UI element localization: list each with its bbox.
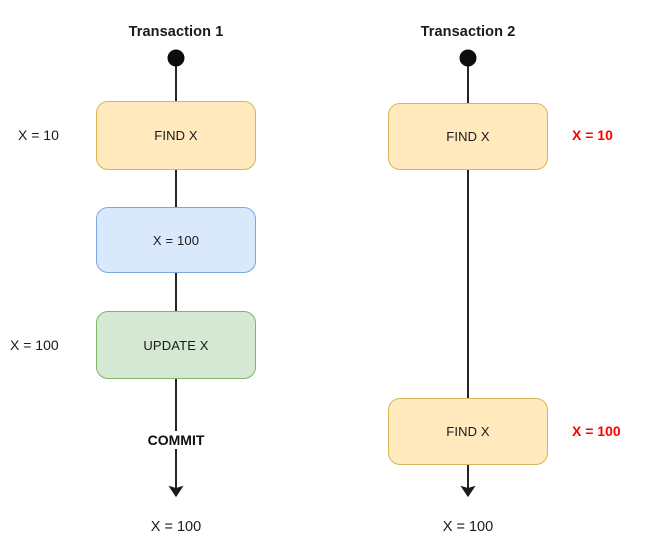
side-label-t2-x-100: X = 100 <box>572 423 621 439</box>
end-label-t1-value: X = 100 <box>150 519 202 535</box>
side-label-t1-x-100: X = 100 <box>10 337 59 353</box>
node-t2-find-x-second[interactable]: FIND X <box>388 398 548 465</box>
node-t1-update-x[interactable]: UPDATE X <box>96 311 256 379</box>
end-label-t2-value: X = 100 <box>442 519 494 535</box>
edge-label-commit: COMMIT <box>142 431 210 449</box>
side-label-t1-x-10: X = 10 <box>18 127 59 143</box>
start-node-transaction-2 <box>459 49 477 67</box>
node-t1-set-x[interactable]: X = 100 <box>96 207 256 273</box>
column-title-transaction-1: Transaction 1 <box>128 24 224 40</box>
column-title-transaction-2: Transaction 2 <box>420 24 516 40</box>
node-t2-find-x-first[interactable]: FIND X <box>388 103 548 170</box>
side-label-t2-x-10: X = 10 <box>572 127 613 143</box>
node-t1-find-x[interactable]: FIND X <box>96 101 256 170</box>
start-node-transaction-1 <box>167 49 185 67</box>
